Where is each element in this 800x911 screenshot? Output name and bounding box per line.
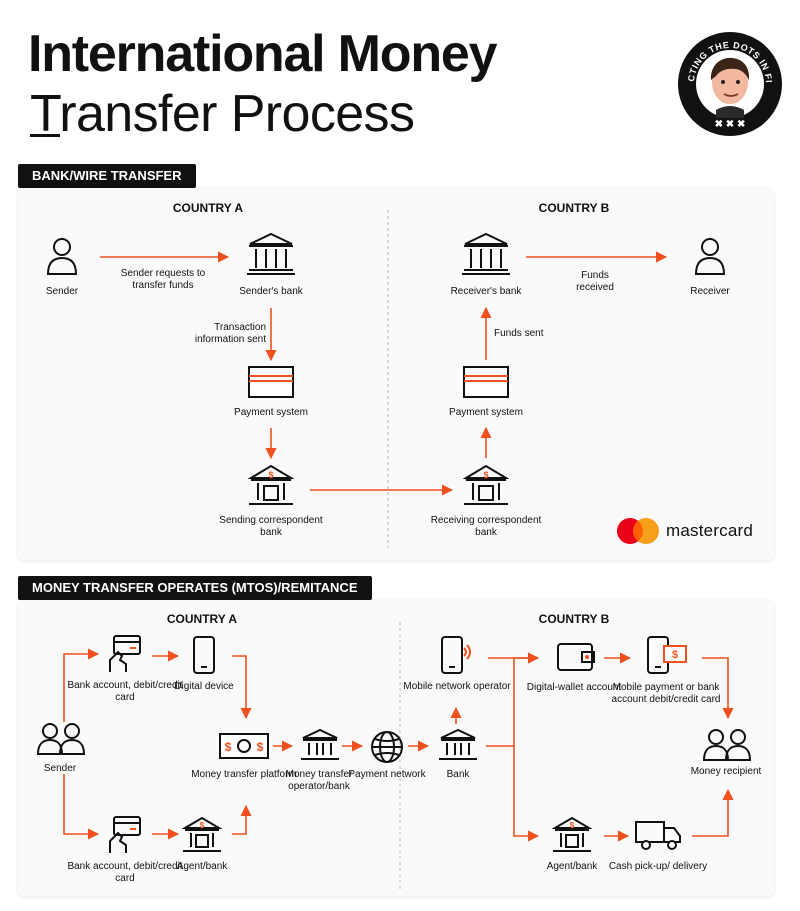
page-title: International Money [28,25,498,83]
section-tab-mto: MONEY TRANSFER OPERATES (MTOS)/REMITANCE [18,576,372,600]
bank-wire-panel [18,188,774,560]
bank-icon [438,728,478,767]
receiver-bank-label: Receiver's bank [450,286,522,297]
svg-text:$: $ [257,740,264,754]
bank-account-top-label: Bank account, debit/credit card [67,680,183,703]
payment-system-card-icon [463,366,509,403]
smartphone-icon [192,636,216,679]
svg-text:$: $ [200,821,205,830]
sending-correspondent-label: Sending correspondent bank [219,515,323,538]
receiver-person-icon [692,236,728,281]
mobile-operator-label: Mobile network operator [403,681,511,692]
mto-country-b-heading: COUNTRY B [538,612,610,626]
payment-network-label: Payment network [348,769,426,780]
svg-text:$: $ [483,470,488,480]
title-underline-accent [30,134,60,137]
sender-request-label: Sender requests to transfer funds [120,268,206,291]
agent-bank-icon: $ [551,816,593,859]
mobile-payment-icon: $ [646,636,688,679]
svg-text:$: $ [225,740,232,754]
banknote-icon: $$ [219,733,269,764]
agent-bank-icon: $ [181,816,223,859]
svg-text:$: $ [268,470,273,480]
delivery-truck-icon [634,818,682,857]
payment-system-a-label: Payment system [234,407,308,418]
globe-icon [370,730,404,769]
agent-bank-a-label: Agent/bank [176,861,228,872]
bank-country-b-heading: COUNTRY B [538,201,610,215]
page-subtitle: Transfer Process [30,85,415,143]
operator-bank-icon [300,728,340,767]
mastercard-logo: mastercard [616,517,753,545]
funds-received-label: Funds received [576,270,614,293]
digital-wallet-label: Digital-wallet account [526,682,622,693]
bank-receiver-label: Receiver [690,286,730,297]
mobile-signal-phone-icon [440,636,474,679]
svg-text:$: $ [672,649,678,661]
svg-text:✖ ✖ ✖: ✖ ✖ ✖ [715,119,746,130]
sender-bank-label: Sender's bank [239,286,303,297]
money-recipient-label: Money recipient [690,766,762,777]
bank-country-a-heading: COUNTRY A [172,201,244,215]
sender-group-icon [36,722,86,761]
bank-account-bottom-label: Bank account, debit/credit card [67,861,183,884]
mto-country-a-heading: COUNTRY A [166,612,238,626]
mto-sender-label: Sender [43,763,77,774]
bank-sender-label: Sender [45,286,79,297]
receiving-correspondent-bank-icon: $ [462,464,510,513]
cash-pickup-label: Cash pick-up/ delivery [608,861,708,872]
card-in-hand-icon [108,634,142,679]
sender-person-icon [44,236,80,281]
mastercard-brand-text: mastercard [666,521,754,540]
card-in-hand-icon [108,815,142,860]
operator-bank-label: Money transfer operator/bank [285,769,353,792]
receiving-correspondent-label: Receiving correspondent bank [430,515,542,538]
connecting-dots-badge-logo: CONNECTING THE DOTS IN FINTECH ✖ ✖ ✖ [672,22,784,138]
digital-device-label: Digital device [174,681,234,692]
transaction-info-label: Transaction information sent [194,322,266,345]
mobile-payment-label: Mobile payment or bank account debit/cre… [611,682,721,705]
receiver-bank-icon [461,232,511,281]
platform-label: Money transfer platform [191,769,297,780]
sending-correspondent-bank-icon: $ [247,464,295,513]
payment-system-card-icon [248,366,294,403]
payment-system-b-label: Payment system [449,407,523,418]
mastercard-circles-icon [617,518,659,544]
sender-bank-icon [246,232,296,281]
wallet-icon [556,640,596,677]
svg-text:$: $ [570,821,575,830]
avatar-icon [710,57,750,118]
mto-bank-label: Bank [446,769,470,780]
agent-bank-b-label: Agent/bank [546,861,598,872]
funds-sent-label: Funds sent [494,328,544,339]
section-tab-bank-wire: BANK/WIRE TRANSFER [18,164,196,188]
recipient-group-icon [702,728,752,767]
